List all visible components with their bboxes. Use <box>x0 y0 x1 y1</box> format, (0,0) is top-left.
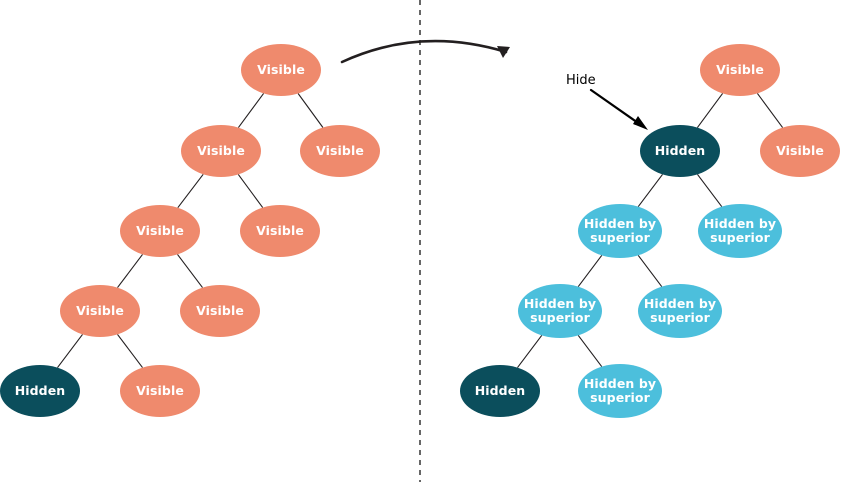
tree-node-label: Visible <box>716 61 764 77</box>
hide-pointer-arrow <box>589 88 648 130</box>
tree-edge <box>117 334 143 368</box>
tree-edge <box>697 174 723 208</box>
tree-edge <box>237 174 264 208</box>
tree-node-hidden[interactable]: Hidden <box>460 365 540 417</box>
tree-edge <box>577 334 603 368</box>
hide-annotation-label: Hide <box>566 73 596 88</box>
tree-edge <box>696 93 724 128</box>
tree-node-visible[interactable]: Visible <box>240 205 320 257</box>
tree-node-visible[interactable]: Visible <box>180 285 260 337</box>
tree-node-visible[interactable]: Visible <box>700 44 780 96</box>
tree-node-label: Visible <box>76 302 124 318</box>
tree-node-visible[interactable]: Visible <box>60 285 140 337</box>
tree-edge <box>117 254 143 288</box>
tree-node-visible[interactable]: Visible <box>120 205 200 257</box>
tree-edge <box>177 254 203 288</box>
tree-node-label: Visible <box>197 142 245 158</box>
tree-node-label: Hidden <box>14 382 66 398</box>
tree-node-label: Visible <box>316 142 364 158</box>
tree-node-label: Visible <box>136 382 184 398</box>
tree-node-visible[interactable]: Visible <box>300 125 380 177</box>
tree-node-label: Visible <box>136 222 184 238</box>
tree-edge <box>57 334 83 368</box>
tree-edge <box>517 334 543 368</box>
tree-node-label: Visible <box>256 222 304 238</box>
tree-node-visible[interactable]: Visible <box>120 365 200 417</box>
tree-node-label: Visible <box>776 142 824 158</box>
tree-edge <box>237 93 265 128</box>
tree-node-visible[interactable]: Visible <box>760 125 840 177</box>
tree-node-hidden[interactable]: Hidden <box>0 365 80 417</box>
tree-node-visible[interactable]: Visible <box>241 44 321 96</box>
tree-edge <box>637 174 663 208</box>
tree-edge <box>577 254 603 288</box>
tree-node-visible[interactable]: Visible <box>181 125 261 177</box>
transform-arrow <box>340 39 510 64</box>
tree-node-label: Visible <box>257 61 305 77</box>
tree-node-label: Visible <box>196 302 244 318</box>
tree-node-label: Hidden <box>654 142 706 158</box>
tree-node-hidden[interactable]: Hidden <box>640 125 720 177</box>
tree-edge <box>297 93 324 128</box>
tree-edge <box>756 93 784 128</box>
tree-edge <box>177 173 204 209</box>
tree-edge <box>637 254 663 288</box>
tree-node-label: Hidden <box>474 382 526 398</box>
